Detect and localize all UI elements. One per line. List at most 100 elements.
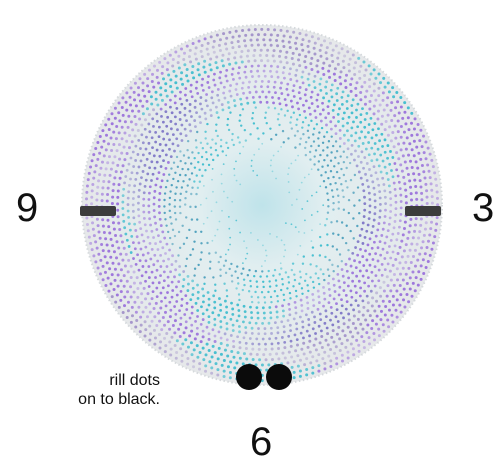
dial-dot [225,68,229,72]
dial-dot [379,153,383,157]
dial-dot [107,289,111,293]
dial-dot [271,96,274,99]
dial-dot [163,236,167,240]
dial-dot [325,57,329,61]
dial-dot [145,315,149,319]
dial-dot [132,270,136,274]
dial-dot [138,330,142,334]
dial-dot [196,315,199,318]
dial-dot [163,350,167,354]
dial-dot [318,341,322,345]
black-ball-left[interactable] [236,364,262,390]
dial-dot [262,285,265,289]
dial-dot [174,171,177,175]
dial-dot [211,328,215,332]
dial-dot [317,295,321,299]
dial-dot [310,168,313,171]
dial-dot [299,244,302,247]
dial-dot [124,252,128,256]
dial-dot [244,65,248,69]
dial-dot [242,304,246,308]
dial-dot [175,293,179,297]
dial-dot [418,252,422,256]
dial-dot [89,241,93,245]
dial-dot [370,231,374,235]
dial-dot [301,48,305,52]
dial-dot [239,55,243,59]
dial-dot [423,252,427,256]
dial-dot [298,32,302,36]
dial-dot [349,330,353,334]
dial-dot [348,57,352,61]
dial-dot [205,342,209,346]
dial-dot [279,262,282,265]
dial-dot [169,216,172,219]
dial-dot [296,101,299,105]
black-ball-right[interactable] [266,364,292,390]
dial-dot [307,323,311,327]
dial-dot [180,304,184,308]
dial-dot [327,274,331,278]
dial-dot [252,122,256,125]
dial-dot [332,297,336,301]
dial-dot [270,138,273,141]
dial-dot [313,321,317,324]
dial-dot [280,267,283,270]
dial-dot [353,158,356,162]
dial-dot [95,198,99,202]
dial-dot [289,329,292,332]
dial-dot [215,123,218,126]
dial-dot [204,353,208,357]
dial-dot [402,298,406,302]
dial-dot [93,170,97,174]
dial-dot [190,323,194,327]
dial-dot [403,182,407,186]
dial-dot [280,81,283,85]
dial-dot [231,200,234,203]
dial-dot [206,142,209,145]
dial-dot [342,289,346,292]
dial-dot [317,144,320,148]
dial-dot [210,366,214,370]
dial-dot [291,89,295,93]
dial-dot [288,323,292,327]
dial-dot [387,325,391,329]
dial-dot [141,88,145,92]
dial-dot [304,146,307,150]
dial-dot [319,112,322,116]
dial-dot [237,45,241,49]
dial-dot [309,263,312,266]
dial-dot [173,211,177,215]
dial-dot [186,289,190,292]
dial-dot [122,246,126,250]
dial-dot [404,122,408,126]
dial-dot [375,291,379,295]
dial-dot [141,153,145,157]
dial-dot [420,145,424,149]
dial-dot [305,357,309,361]
dial-dot [380,114,384,118]
dial-dot [117,111,121,115]
dial-dot [177,66,181,70]
dial-dot [278,49,282,53]
dial-dot [395,168,399,172]
dial-dot [190,172,194,175]
dial-dot [138,99,142,103]
dial-dot [164,103,168,106]
dial-dot [321,357,325,361]
dial-dot [202,222,205,225]
dial-dot [243,70,247,74]
dial-dot [180,359,184,363]
dial-dot [257,137,260,140]
dial-dot [426,239,430,243]
dial-dot [206,216,209,219]
dial-dot [147,204,151,208]
dial-dot [303,110,306,113]
dial-dot [350,295,354,299]
dial-dot [179,289,183,293]
dial-dot [138,220,142,224]
dial-dot [342,173,346,177]
dial-dot [222,264,226,267]
dial-dot [103,173,107,177]
dial-dot [323,158,326,162]
